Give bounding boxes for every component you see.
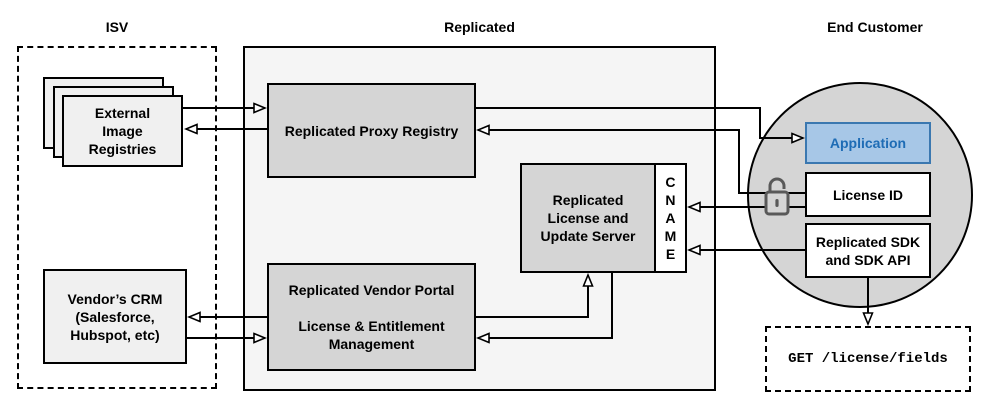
license-update-server-label: Replicated License and Update Server — [522, 165, 654, 271]
edge-portal-to-server — [476, 275, 588, 318]
vendor-portal-subtitle: License & Entitlement Management — [298, 318, 445, 352]
external-image-registries-box: External Image Registries — [62, 95, 183, 167]
vendor-portal-title: Replicated Vendor Portal — [288, 282, 455, 298]
edge-proxy-to-application — [476, 107, 803, 138]
end-customer-region-label: End Customer — [827, 19, 923, 35]
get-endpoint-box: GET /license/fields — [765, 326, 971, 392]
open-padlock-icon — [764, 177, 790, 216]
proxy-registry-box: Replicated Proxy Registry — [267, 83, 476, 178]
vendor-portal-box: Replicated Vendor Portal License & Entit… — [267, 263, 476, 371]
edge-server-to-portal — [478, 273, 613, 338]
application-box: Application — [805, 122, 931, 164]
cname-strip: C N A M E — [654, 165, 685, 271]
replicated-sdk-box: Replicated SDK and SDK API — [805, 223, 931, 278]
license-update-server-box: Replicated License and Update Server C N… — [520, 163, 687, 273]
vendors-crm-box: Vendor’s CRM (Salesforce, Hubspot, etc) — [43, 269, 187, 364]
isv-region-label: ISV — [105, 19, 129, 35]
license-id-box: License ID — [805, 172, 931, 217]
replicated-region-label: Replicated — [444, 19, 515, 35]
